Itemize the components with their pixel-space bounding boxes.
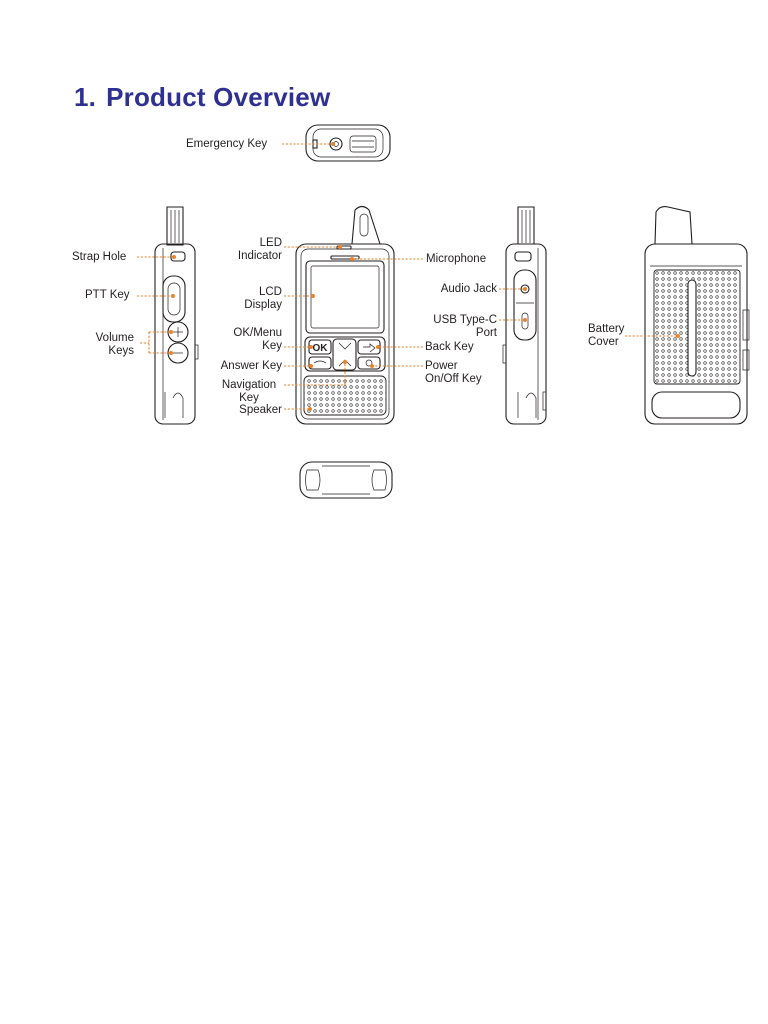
label-speaker: Speaker xyxy=(239,404,282,416)
device-back-view xyxy=(644,206,750,425)
label-answer-key: Answer Key xyxy=(220,360,282,372)
label-emergency-key: Emergency Key xyxy=(186,138,268,150)
device-front-view: OK xyxy=(295,205,395,425)
label-ptt-key: PTT Key xyxy=(85,289,130,301)
label-audio-jack: Audio Jack xyxy=(440,283,497,295)
page-title: 1.Product Overview xyxy=(74,82,331,112)
product-overview-diagram: OK xyxy=(137,124,750,499)
label-back-key: Back Key xyxy=(425,341,474,353)
label-microphone: Microphone xyxy=(426,253,487,265)
ok-button-text: OK xyxy=(313,343,329,354)
device-left-side-view xyxy=(154,206,199,425)
device-bottom-view xyxy=(299,461,393,499)
device-top-view xyxy=(305,124,391,162)
label-strap-hole: Strap Hole xyxy=(72,251,127,263)
device-right-side-view xyxy=(502,206,547,425)
callout-leaders xyxy=(137,142,680,411)
